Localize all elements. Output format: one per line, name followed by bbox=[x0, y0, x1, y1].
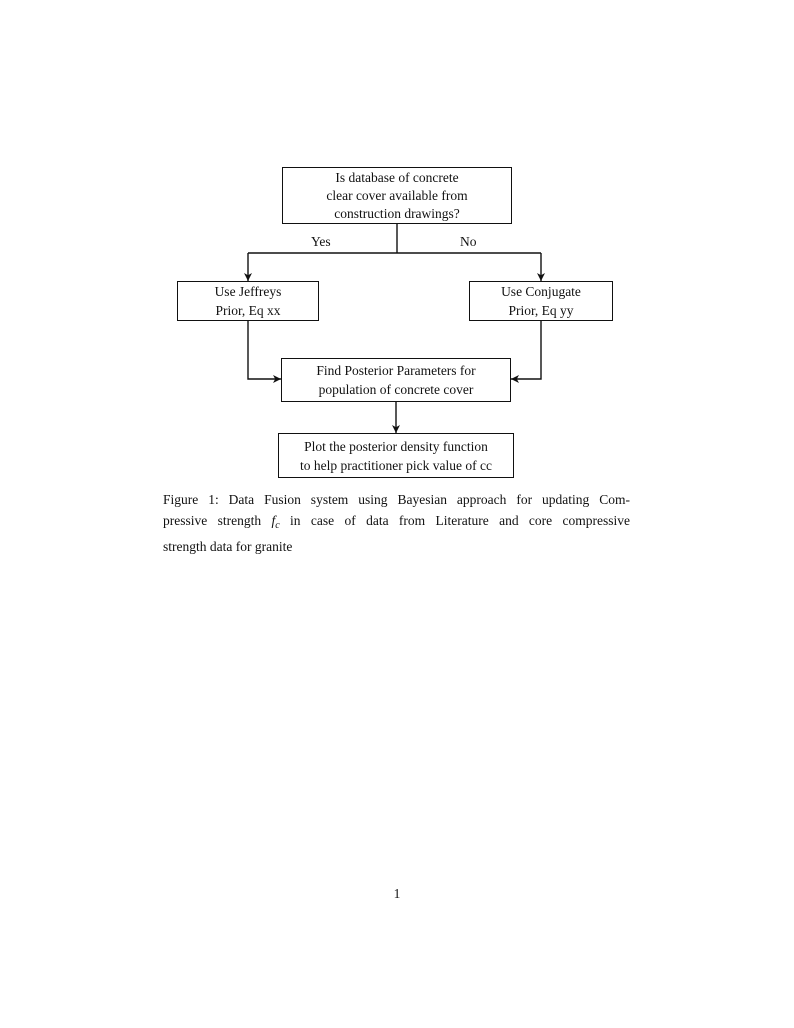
question-box-line3: construction drawings? bbox=[334, 205, 460, 221]
conjugate-box-line2: Prior, Eq yy bbox=[508, 303, 574, 318]
connector-jeffreys-to-posterior bbox=[247, 321, 281, 383]
caption-math-fc-sub: c bbox=[275, 520, 280, 531]
plot-box-line2: to help practitioner pick value of cc bbox=[300, 457, 492, 473]
question-box-line2: clear cover available from bbox=[326, 187, 468, 203]
posterior-box-line2: population of concrete cover bbox=[318, 382, 474, 397]
figure-caption-line1: Figure 1: Data Fusion system using Bayes… bbox=[163, 492, 630, 507]
jeffreys-box-line1: Use Jeffreys bbox=[214, 284, 282, 299]
no-branch-label: No bbox=[460, 234, 477, 249]
flowchart-jeffreys-box: Use Jeffreys Prior, Eq xx bbox=[177, 281, 319, 321]
page-number: 1 bbox=[393, 886, 401, 901]
flowchart-posterior-box: Find Posterior Parameters for population… bbox=[281, 358, 511, 402]
jeffreys-box-line2: Prior, Eq xx bbox=[215, 303, 281, 318]
figure-caption-line2: pressive strength fc in case of data fro… bbox=[163, 510, 630, 536]
figure-caption-line3: strength data for granite bbox=[163, 539, 293, 554]
flowchart-plot-box: Plot the posterior density function to h… bbox=[278, 433, 514, 478]
posterior-box-line1: Find Posterior Parameters for bbox=[316, 363, 476, 378]
flowchart-question-box: Is database of concrete clear cover avai… bbox=[282, 167, 512, 224]
caption-line2-pre: pressive strength bbox=[163, 513, 272, 528]
yes-branch-label: Yes bbox=[311, 234, 331, 249]
connector-conjugate-to-posterior bbox=[511, 321, 542, 383]
caption-line2-post: in case of data from Literature and core… bbox=[279, 513, 631, 528]
figure-caption: Figure 1: Data Fusion system using Bayes… bbox=[163, 489, 630, 557]
caption-math-fc-var: f bbox=[271, 513, 276, 528]
flowchart-conjugate-box: Use Conjugate Prior, Eq yy bbox=[469, 281, 613, 321]
question-box-line1: Is database of concrete bbox=[335, 169, 459, 185]
conjugate-box-line1: Use Conjugate bbox=[501, 284, 581, 299]
plot-box-line1: Plot the posterior density function bbox=[304, 438, 488, 454]
